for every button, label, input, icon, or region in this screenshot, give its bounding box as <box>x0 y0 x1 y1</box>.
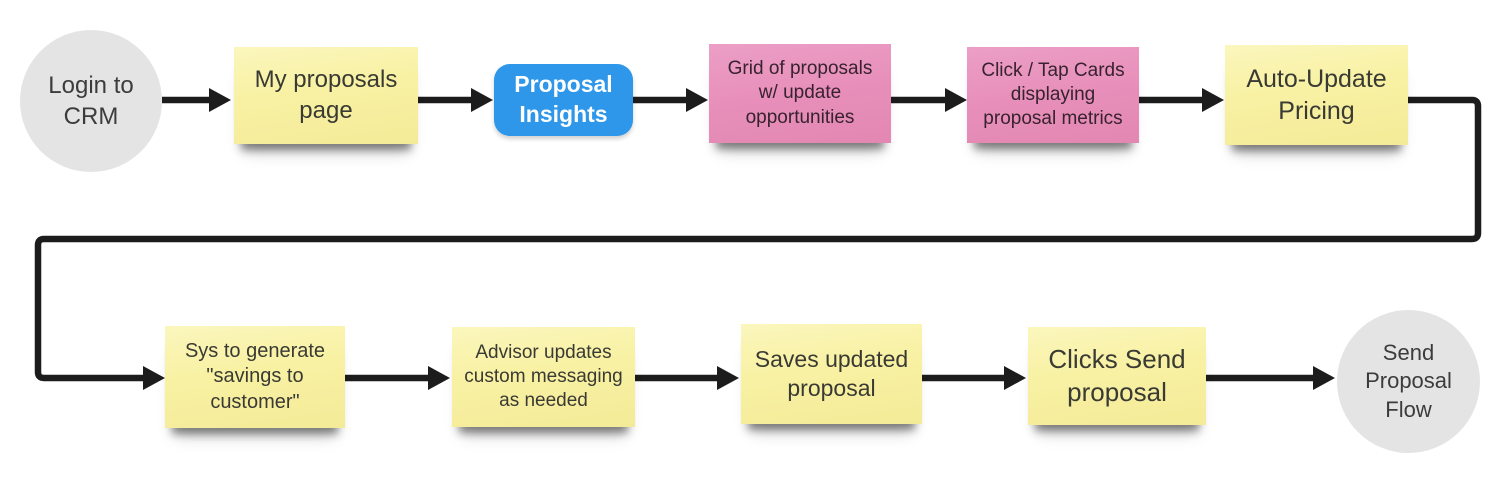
arrow-auto-update-to-sys-generate <box>34 96 1482 390</box>
note-my-proposals-page[interactable]: My proposals page <box>234 47 418 144</box>
terminal-login-to-crm[interactable]: Login to CRM <box>20 30 162 172</box>
note-label: Grid of proposals w/ update opportunitie… <box>727 58 873 128</box>
note-auto-update-pricing[interactable]: Auto-Update Pricing <box>1225 45 1408 145</box>
arrow-clicks-send-to-end <box>1206 366 1335 390</box>
terminal-send-proposal-flow[interactable]: Send Proposal Flow <box>1337 310 1480 453</box>
arrow-advisor-to-saves <box>635 366 739 390</box>
arrow-my-proposals-to-insights <box>418 88 493 112</box>
note-sys-generate-savings[interactable]: Sys to generate "savings to customer" <box>165 326 345 428</box>
note-saves-updated-proposal[interactable]: Saves updated proposal <box>741 324 922 424</box>
note-label: Click / Tap Cards displaying proposal me… <box>981 59 1125 130</box>
arrow-click-tap-to-auto-update <box>1139 88 1224 112</box>
note-label: Sys to generate "savings to customer" <box>184 339 326 413</box>
arrow-grid-to-click-tap <box>891 88 967 112</box>
terminal-label: Login to CRM <box>48 71 134 130</box>
note-label: My proposals page <box>254 65 398 124</box>
note-click-tap-cards[interactable]: Click / Tap Cards displaying proposal me… <box>967 47 1139 143</box>
note-advisor-updates-messaging[interactable]: Advisor updates custom messaging as need… <box>452 327 635 427</box>
action-proposal-insights[interactable]: Proposal Insights <box>494 64 633 136</box>
arrow-start-to-my-proposals <box>162 88 231 112</box>
note-label: Clicks Send proposal <box>1048 343 1186 407</box>
note-clicks-send-proposal[interactable]: Clicks Send proposal <box>1028 327 1206 425</box>
note-grid-of-proposals[interactable]: Grid of proposals w/ update opportunitie… <box>709 44 891 143</box>
note-label: Advisor updates custom messaging as need… <box>464 341 623 412</box>
terminal-label: Send Proposal Flow <box>1365 339 1452 422</box>
arrow-saves-to-clicks-send <box>922 366 1026 390</box>
note-label: Saves updated proposal <box>754 345 909 401</box>
arrow-sys-generate-to-advisor <box>345 366 450 390</box>
arrow-insights-to-grid <box>633 88 708 112</box>
action-label: Proposal Insights <box>514 71 613 127</box>
note-label: Auto-Update Pricing <box>1246 65 1387 125</box>
